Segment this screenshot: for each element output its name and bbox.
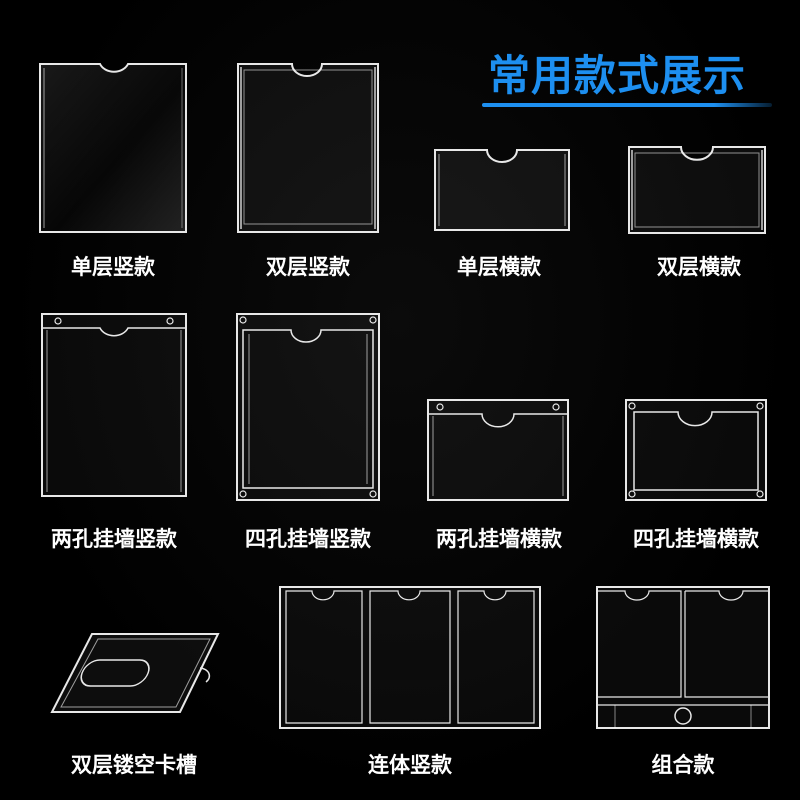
label-four-hole-wall-vertical: 四孔挂墙竖款 bbox=[245, 527, 371, 551]
label-double-layer-vertical: 双层竖款 bbox=[266, 255, 350, 279]
product-single-layer-vertical-image bbox=[39, 63, 187, 233]
label-double-layer-hollow-card-slot: 双层镂空卡槽 bbox=[71, 753, 197, 777]
label-single-layer-horizontal: 单层横款 bbox=[457, 255, 541, 279]
title-underline bbox=[482, 103, 772, 107]
label-connected-vertical: 连体竖款 bbox=[368, 753, 452, 777]
product-double-layer-horizontal-image bbox=[628, 146, 766, 234]
label-combination: 组合款 bbox=[651, 753, 715, 777]
product-two-hole-wall-vertical-image bbox=[41, 313, 187, 497]
label-two-hole-wall-horizontal: 两孔挂墙横款 bbox=[436, 527, 562, 551]
product-combination-image bbox=[596, 586, 770, 729]
label-four-hole-wall-horizontal: 四孔挂墙横款 bbox=[633, 527, 759, 551]
page-title: 常用款式展示 bbox=[488, 51, 747, 100]
product-connected-vertical-image bbox=[279, 586, 541, 729]
product-single-layer-horizontal-image bbox=[434, 149, 570, 231]
label-double-layer-horizontal: 双层横款 bbox=[657, 255, 741, 279]
product-four-hole-wall-horizontal-image bbox=[625, 399, 767, 501]
product-two-hole-wall-horizontal-image bbox=[427, 399, 569, 501]
product-double-layer-hollow-card-slot-image bbox=[50, 633, 220, 713]
label-single-layer-vertical: 单层竖款 bbox=[71, 255, 155, 279]
product-double-layer-vertical-image bbox=[237, 63, 379, 233]
label-two-hole-wall-vertical: 两孔挂墙竖款 bbox=[51, 527, 177, 551]
product-four-hole-wall-vertical-image bbox=[236, 313, 380, 501]
